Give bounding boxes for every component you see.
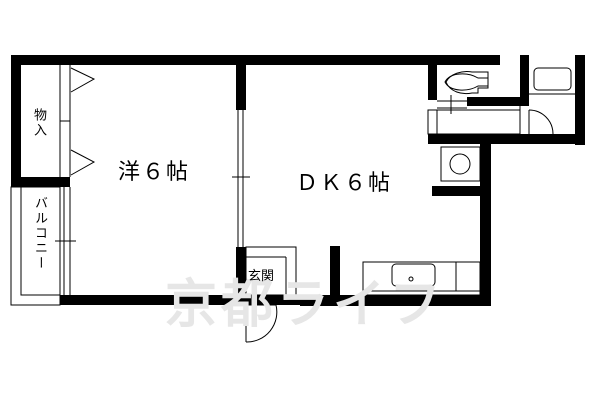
room-label-entrance: 玄関 [248, 269, 275, 284]
room-label-storage: 物入 [31, 108, 46, 138]
room-label-western: 洋６帖 [118, 160, 191, 185]
watermark: 京都ライフ [165, 275, 446, 335]
walls [11, 55, 585, 306]
room-label-balcony: バルコニー [32, 196, 47, 271]
room-label-dk: ＤＫ６帖 [296, 171, 393, 196]
fixtures [10, 65, 575, 343]
